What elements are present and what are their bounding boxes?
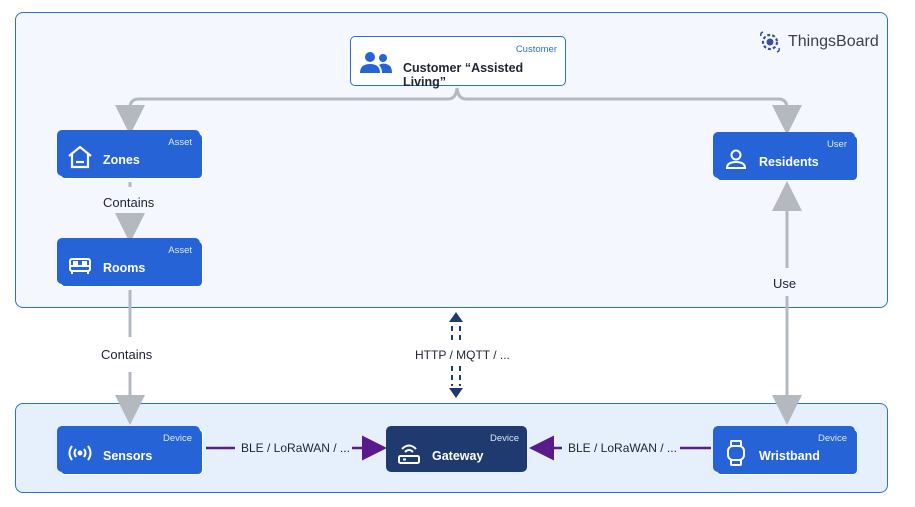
rooms-label: Rooms [103,261,146,275]
person-icon [725,149,747,169]
customer-brace-connector [128,87,802,135]
node-type-label: User [826,139,847,150]
gateway-label: Gateway [432,449,484,463]
wristband-node[interactable]: Device Wristband [713,426,855,472]
people-icon [360,52,392,73]
zones-label: Zones [103,153,140,167]
sensors-gateway-edge-label: BLE / LoRaWAN / ... [241,441,350,455]
gateway-cloud-arrow-down [449,388,463,398]
wristband-gateway-edge-label: BLE / LoRaWAN / ... [568,441,677,455]
sensors-label: Sensors [103,449,153,463]
gateway-cloud-edge-label: HTTP / MQTT / ... [415,348,510,362]
rooms-node[interactable]: Asset Rooms [57,238,200,284]
router-icon [398,444,420,464]
node-type-label: Asset [168,245,192,256]
customer-label: Customer “Assisted Living” [403,61,524,89]
logo-text: ThingsBoard [788,33,879,50]
node-type-label: Device [162,433,192,444]
sensor-icon [68,445,92,461]
node-type-label: Device [817,433,847,444]
sensors-node[interactable]: Device Sensors [57,426,200,472]
watch-icon [727,440,745,466]
zones-node[interactable]: Asset Zones [57,130,200,176]
wristband-label: Wristband [759,449,820,463]
gateway-cloud-arrow-up [449,312,463,322]
zones-rooms-edge-label: Contains [103,195,155,210]
node-type-label: Asset [168,137,192,148]
thingsboard-logo[interactable]: ThingsBoard [758,30,879,54]
bed-icon [69,258,91,274]
home-icon [68,145,92,169]
rooms-sensors-edge-label: Contains [101,347,153,362]
residents-label: Residents [759,155,819,169]
wristband-residents-edge-label: Use [773,276,797,291]
node-type-label: Device [489,433,519,444]
gateway-node[interactable]: Device Gateway [386,426,527,472]
customer-node[interactable]: Customer Customer “Assisted Living” [350,36,566,89]
node-type-label: Customer [515,44,557,55]
thingsboard-gear-icon [760,31,780,53]
residents-node[interactable]: User Residents [713,132,855,178]
